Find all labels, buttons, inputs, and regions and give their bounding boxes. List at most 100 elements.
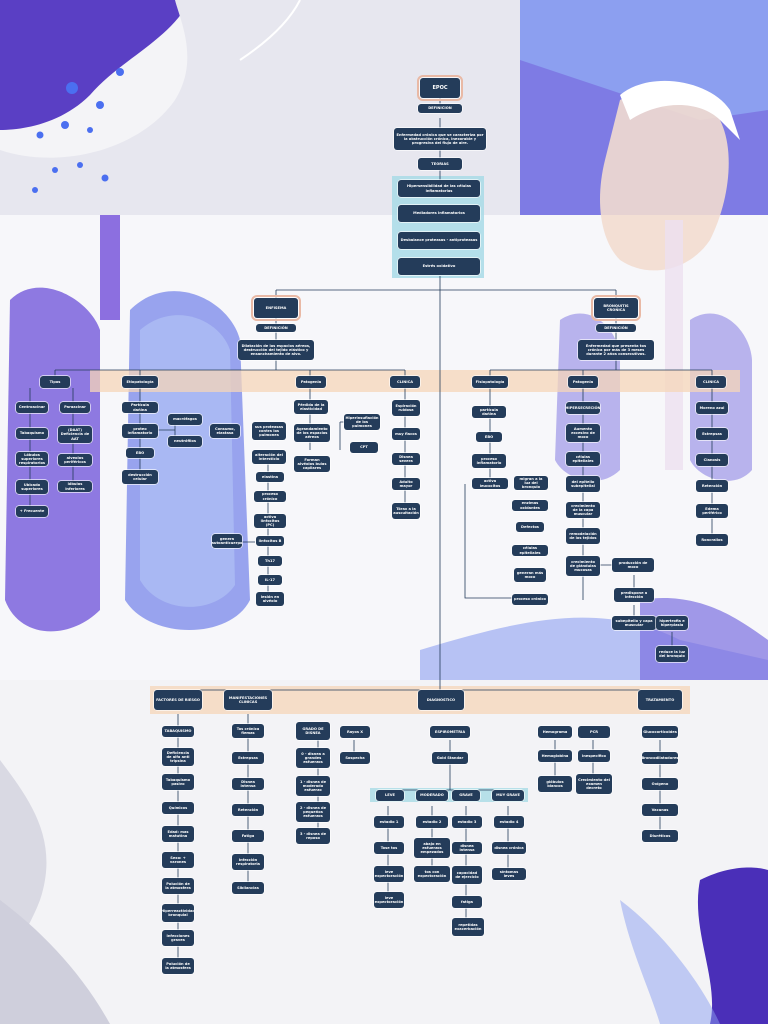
manif-item: Infección respiratoria [232,854,264,870]
muy-grave-item: estadio 4 [494,816,524,828]
grado-item: 1 - disnea de moderado esfuerzo [296,776,330,796]
grado-disnea-title: GRADO DE DISNEA [296,722,330,740]
trat-item: Oxígeno [642,778,678,790]
deficiencia-aat: (DAAT) Deficiencia de AAT [58,426,92,443]
activa-leucocitos: activa leucocitos [472,478,508,489]
enfisema-clinica-title: CLINICA [390,376,420,388]
col-moderado: MODERADO [416,790,448,801]
pcr-item: inespecífico [578,750,610,762]
leve-item: estadio 1 [374,816,404,828]
grado-item: 3 - disnea de reposo [296,828,330,844]
bronquitis-def-label: DEFINICIÓN [596,324,636,332]
hemograma-title: Hemograma [538,726,572,738]
grado-item: 0 - disnea a grandes esfuerzos [296,748,330,768]
bronquitis-title: BRONQUITIS CRONICA [591,295,641,321]
enfisema-clinica-item: Tórax a la auscultación [392,503,420,519]
factor-item: Sexo: + varones [162,852,194,868]
defectos: Defectos [516,522,544,532]
consumo-elastasa: Consumo, elastasa [210,424,240,438]
cpt: CPT [350,442,378,453]
produccion-moco: producción de moco [612,558,654,572]
enzimas-oxidantes: enzimas oxidantes [512,500,548,511]
enfisema-def-text: Dilatación de los espacios aéreos, destr… [238,340,314,360]
bq-clinica-item: Roncrallos [696,534,728,546]
manif-item: Disnea intensa [232,778,264,790]
manif-item: Retención [232,804,264,816]
teorias-label: TEORIAS [418,158,462,170]
proteasas-pulmones: sus proteasas contra los pulmones [252,422,286,440]
grave-item: fatiga [452,896,482,908]
patogenia-title: Patogenia [296,376,326,388]
col-leve: LEVE [376,790,404,801]
manifestaciones-title: MANIFESTACIONES CLINICAS [224,690,272,710]
factores-title: FACTORES DE RIESGO [154,690,202,710]
enfisema-clinica-item: muy flacos [392,428,420,440]
bq-clinica-item: Cianosis [696,454,728,466]
moderado-item: abajo en esfuerzos empezados [414,838,450,858]
linfocitos-b: linfocitos B [256,536,284,546]
bq-clinica-item: Edema periférico [696,504,728,518]
grado-item: 2 - disnea de pequeños esfuerzos [296,802,330,822]
definicion-text: Enfermedad crónica que se caracteriza po… [394,128,486,150]
teoria-item: Estrés oxidativo [398,258,480,275]
crecimiento-glandulas: crecimiento de glándulas mucosas [566,556,600,576]
il17: IL-17 [258,575,282,585]
celulas-epiteliales: células epiteliales [512,545,548,556]
sospecha: Sospecha [340,752,370,764]
bronquitis-def-text: Enfermedad que presenta tos crónica por … [578,340,654,360]
enfisema-def-label: DEFINICIÓN [256,324,296,332]
bq-celulas-epiteliales: células epiteliales [566,452,600,466]
grave-item: estadio 3 [452,816,482,828]
ubicado-superiores: Ubicado superiores [16,480,48,494]
enfisema-title: ENFISEMA [251,295,301,321]
trat-item: Broncodilatadores [642,752,678,764]
alveolos-perifericos: alveolos periféricos [58,454,92,466]
grave-item: capacidad de ejercicio [452,866,482,884]
manif-item: Tos crónica flemas [232,724,264,738]
leve-item: Tose tos [374,842,404,854]
muy-grave-item: disnea crónica [492,842,526,854]
leve-item: leve expectoración [374,866,404,882]
lobulos-inferiores: lóbulos inferiores [58,481,92,492]
activa-linfocitos: activa linfocitos (PC) [254,514,286,528]
particula-danina: Partícula dañina [122,402,158,413]
leve-item: leve expectoración [374,892,404,908]
gold-standar: Gold Standar [432,752,468,764]
factor-item: Tabaquismo pasivo [162,774,194,790]
grave-item: repetidas exacerbación [452,918,484,936]
factor-item: Polución de la atmosfera [162,958,194,974]
teoria-item: Hipersensibilidad de las células inflama… [398,180,480,197]
pcr-item: Crecimiento del examen decreto [576,774,612,794]
hiperinsuflacion: Hiperinsuflación de los pulmones [344,414,380,430]
col-grave: GRAVE [452,790,480,801]
grave-item: disnea intensa [452,842,482,854]
crecimiento-capa: crecimiento de la capa muscular [566,502,600,518]
migran-luz: migran a la luz del bronquio [514,476,548,490]
genera-autoanticuerpo: genera autoanticuerpo [212,534,242,548]
proceso-cronico: proceso crónico [254,491,286,502]
tipos-title: Tipos [40,376,70,388]
destruccion-celular: destrucción celular [122,470,158,484]
predispone-infeccion: predispone a infección [614,588,654,602]
trat-item: Vacunas [642,804,678,816]
rayos-x-title: Rayos X [340,726,370,738]
hemo-item: Hemoglobina [538,750,572,762]
factor-item: Deficiencia de alfa anti tripsina [162,748,194,766]
perdida-elasticidad: Pérdida de la elasticidad [294,400,328,414]
enfisema-clinica-item: Espiración ruidosa [392,400,420,416]
factor-item: Polución de la atmosfera [162,878,194,894]
bq-proceso-cronico: proceso crónico [512,594,548,605]
forman-alveolos: Forman alvéolos bulas capilares [294,456,330,472]
remodelacion: remodelación de los tejidos [566,528,600,544]
bq-clinica-item: Retención [696,480,728,492]
etiopatologia-title: Etiopatología [122,376,158,388]
elastina: elastina [256,472,284,482]
enfisema-clinica-item: Adulto mayor [392,478,420,490]
lesion-alveolo: lesión en alvéolo [256,592,284,606]
hipersecrecion: HIPERSECRECIÓN [566,402,600,414]
bq-particula-danina: partícula dañina [472,406,506,418]
alteracion-intersticio: alteración del intersticio [252,450,286,464]
trat-item: Diuréticos [642,830,678,842]
bq-clinica-item: Moreno azul [696,402,728,414]
centroacinar: Centroacinar [16,402,48,413]
